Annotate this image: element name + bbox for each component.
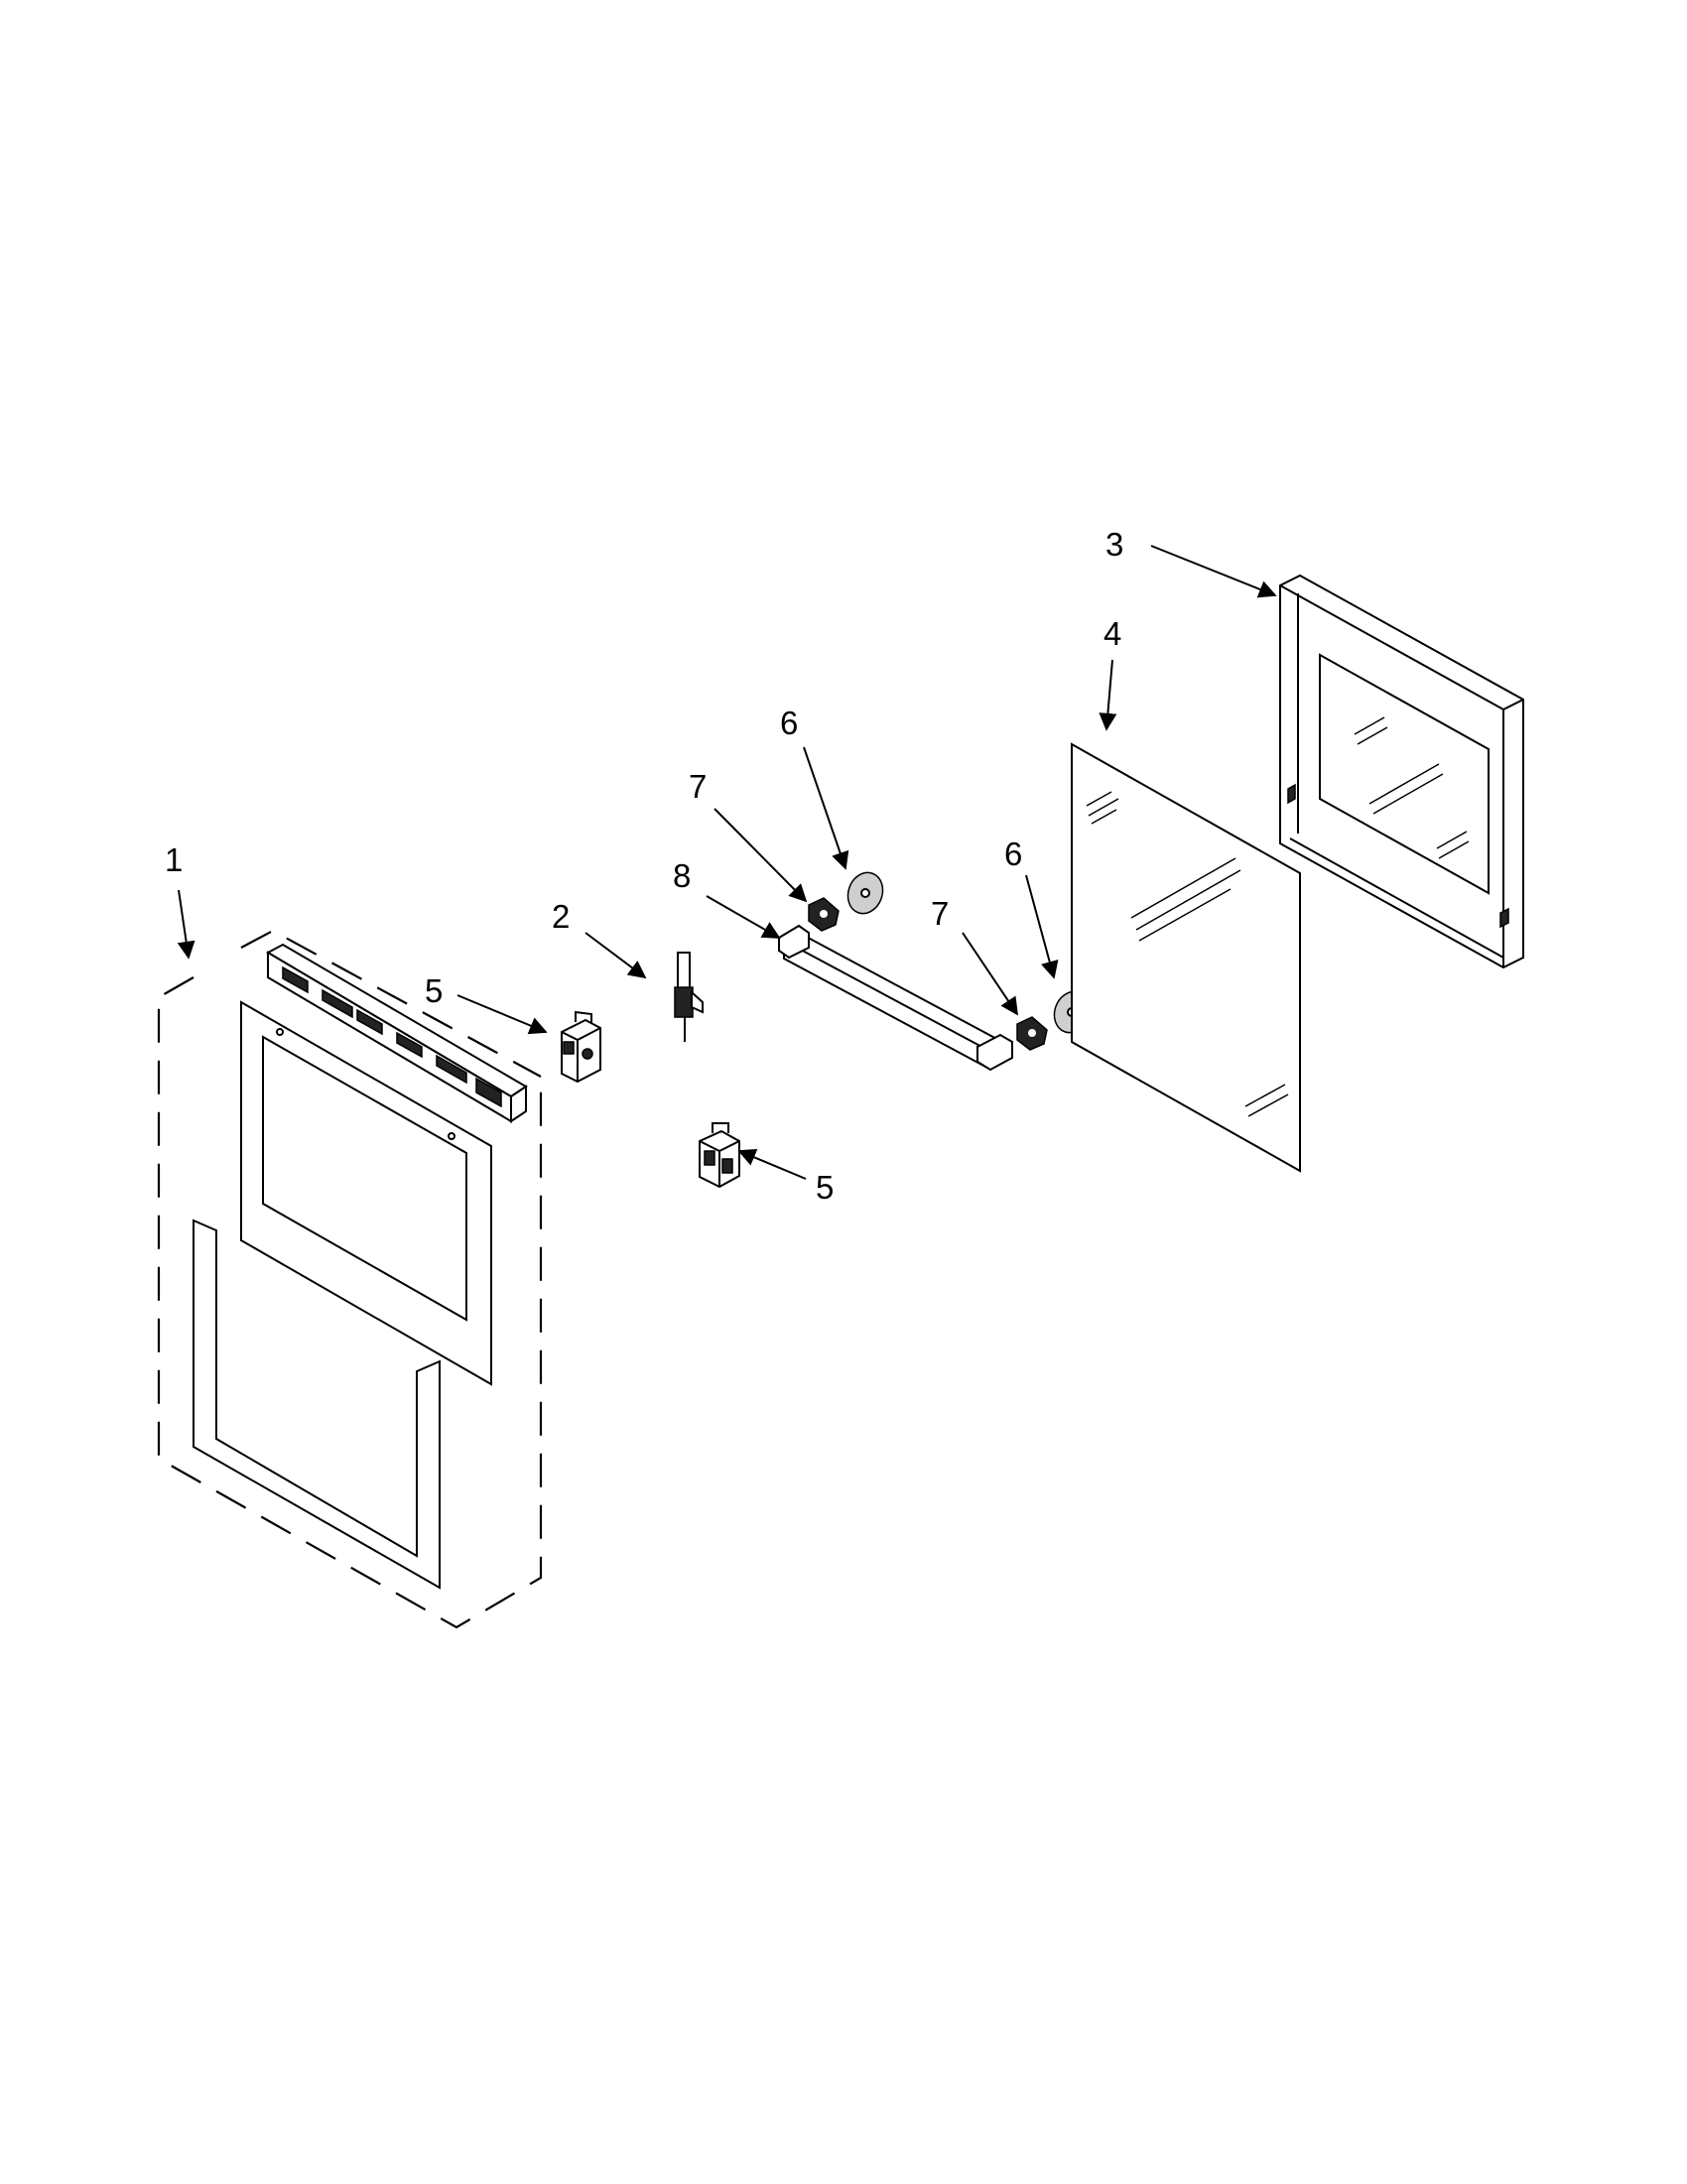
- part-3-inner-door: [1279, 574, 1524, 969]
- part-5-hinge-receptacle-lower: [699, 1122, 740, 1189]
- part-7-spacer-lower: [1016, 1016, 1048, 1051]
- part-6-washer-upper: [846, 871, 884, 915]
- part-1-door-assembly: [157, 929, 543, 1629]
- callout-5-upper: 5: [425, 972, 443, 1009]
- callout-3: 3: [1105, 526, 1123, 563]
- callout-5-lower: 5: [816, 1169, 834, 1206]
- callout-2: 2: [552, 898, 570, 935]
- part-8-handle: [778, 924, 1013, 1072]
- callout-7-lower: 7: [931, 895, 949, 932]
- callout-6-upper: 6: [780, 705, 798, 741]
- callout-7-upper: 7: [689, 768, 707, 805]
- part-2-hinge: [674, 952, 704, 1042]
- leader-4: [1099, 659, 1117, 731]
- part-5-hinge-receptacle-upper: [561, 1010, 601, 1084]
- callout-4: 4: [1103, 615, 1121, 652]
- callout-6-lower: 6: [1004, 835, 1022, 872]
- part-7-spacer-upper: [808, 897, 840, 932]
- leader-5a: [456, 994, 548, 1035]
- leader-lines: [177, 545, 1277, 1180]
- callout-8: 8: [673, 857, 691, 894]
- leader-6a: [803, 746, 849, 870]
- callout-1: 1: [165, 841, 183, 878]
- leader-7b: [962, 932, 1019, 1016]
- leader-3: [1150, 545, 1277, 598]
- leader-5b: [737, 1148, 807, 1180]
- leader-1: [177, 889, 195, 960]
- leader-8: [706, 895, 781, 939]
- leader-2: [584, 932, 647, 979]
- part-4-glass-panel: [1071, 742, 1301, 1173]
- leader-6b: [1025, 874, 1059, 979]
- leader-7a: [714, 808, 808, 903]
